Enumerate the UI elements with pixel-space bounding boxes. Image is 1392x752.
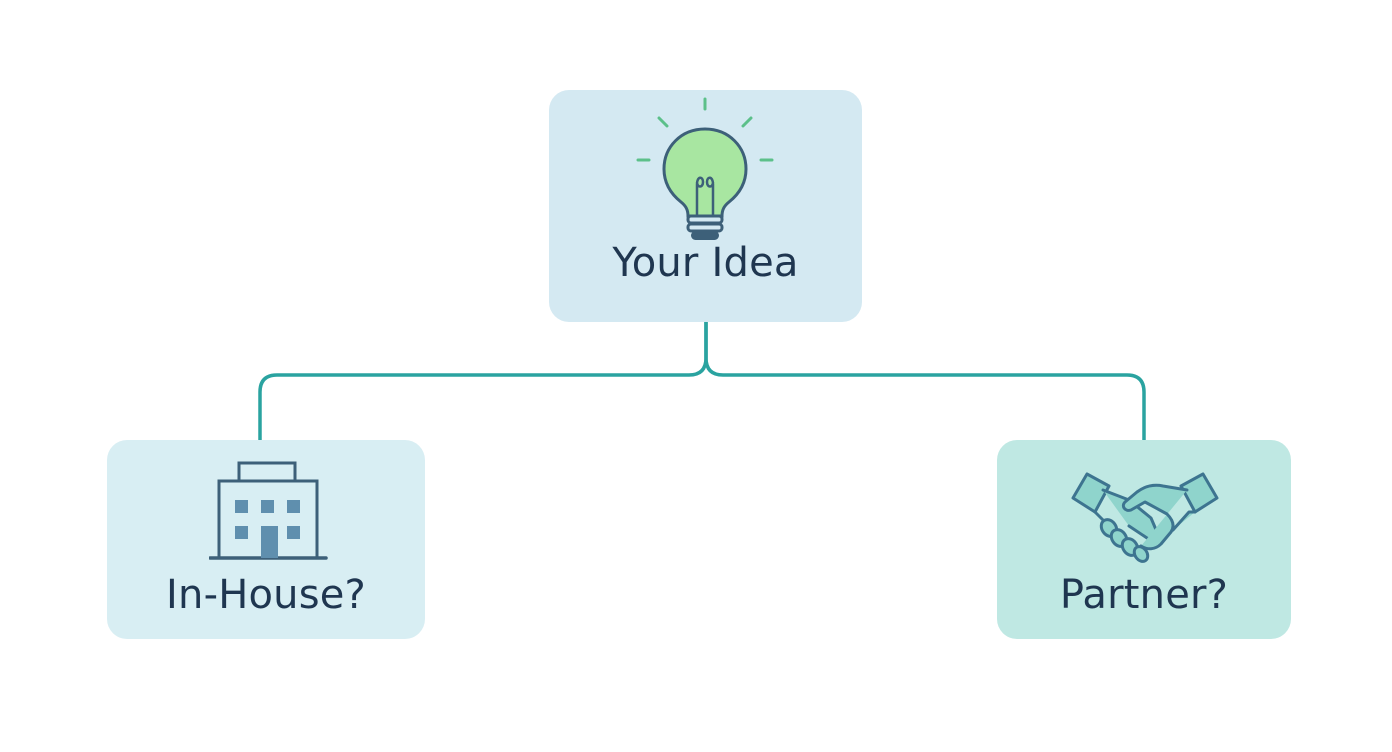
- partner-node: Partner?: [997, 440, 1291, 639]
- root-label: Your Idea: [612, 240, 799, 286]
- in-house-label: In-House?: [166, 572, 366, 618]
- office-building-icon: [209, 460, 329, 564]
- root-node: Your Idea: [549, 90, 862, 322]
- connector-to-partner: [704, 320, 1146, 442]
- connector-to-in-house: [258, 320, 708, 442]
- in-house-node: In-House?: [107, 440, 425, 639]
- lightbulb-icon: [635, 96, 777, 248]
- handshake-icon: [1069, 470, 1221, 566]
- partner-label: Partner?: [1059, 572, 1229, 618]
